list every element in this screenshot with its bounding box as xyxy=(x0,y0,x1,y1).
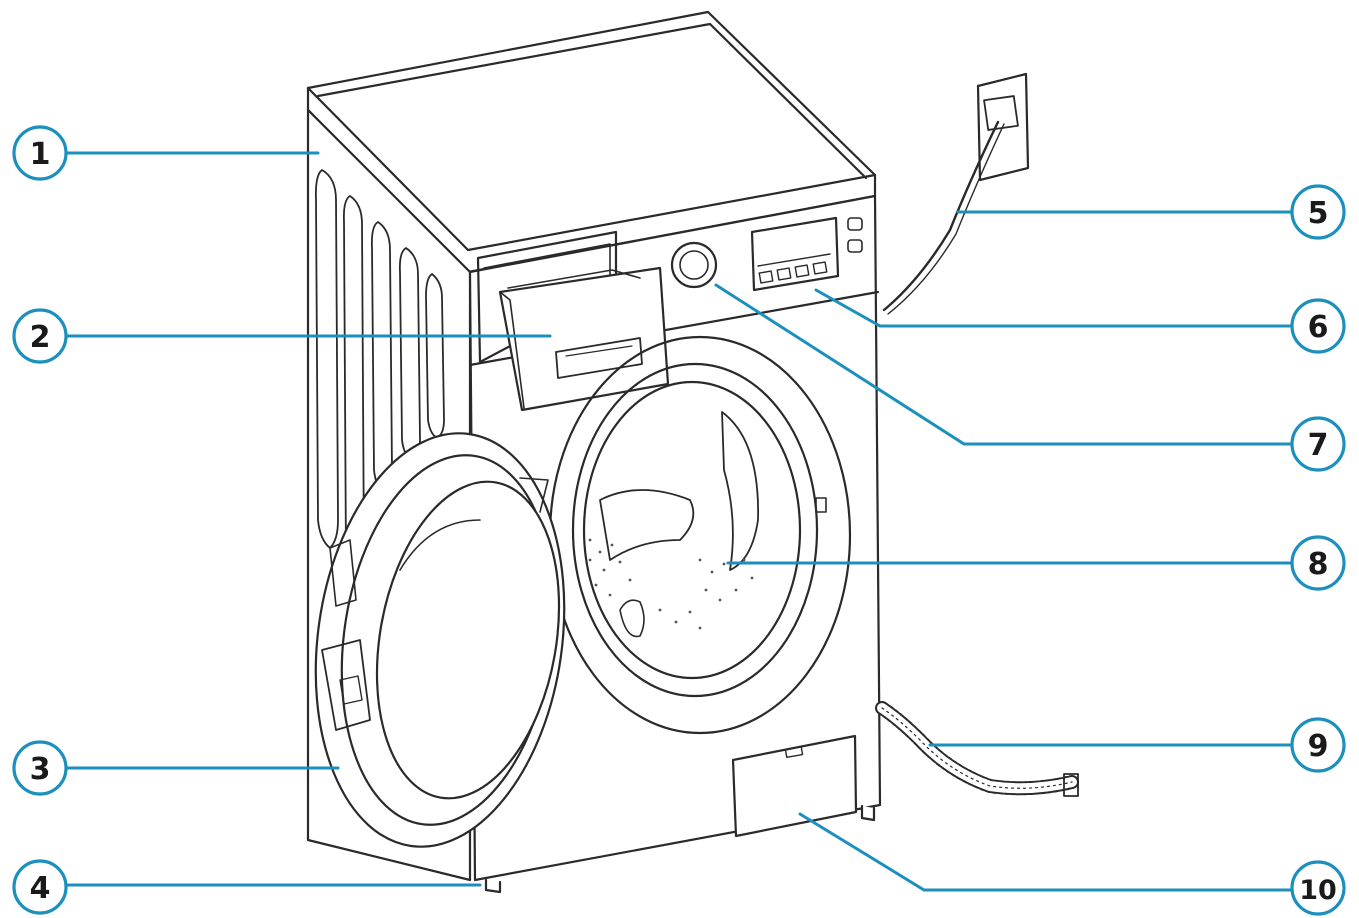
callout-1: 1 xyxy=(12,125,68,181)
display-buttons xyxy=(758,261,828,284)
callout-10-label: 10 xyxy=(1299,875,1337,906)
drum xyxy=(582,380,802,680)
detergent-drawer xyxy=(498,266,670,412)
callout-8-label: 8 xyxy=(1308,547,1329,582)
callout-10: 10 xyxy=(1290,860,1346,916)
washing-machine-illustration xyxy=(306,10,1079,894)
callout-2-label: 2 xyxy=(30,320,51,355)
drum-holes xyxy=(588,538,754,630)
door-glass xyxy=(375,480,561,800)
callout-6: 6 xyxy=(1290,298,1346,354)
door-handle xyxy=(321,639,371,731)
drum-lifter-lower xyxy=(599,489,695,561)
program-knob xyxy=(670,241,718,289)
callout-2: 2 xyxy=(12,308,68,364)
callout-group: 1 2 3 4 5 6 7 8 xyxy=(12,125,1346,916)
power-cable xyxy=(882,120,1000,312)
callout-4-label: 4 xyxy=(30,871,51,906)
door-lock xyxy=(815,497,827,513)
foot-front-left xyxy=(484,878,502,894)
callout-7: 7 xyxy=(1290,416,1346,472)
callout-8: 8 xyxy=(1290,535,1346,591)
callout-6-label: 6 xyxy=(1308,310,1329,345)
door-gasket-inner xyxy=(571,362,819,698)
callout-5: 5 xyxy=(1290,184,1346,240)
side-button-top xyxy=(847,217,863,231)
callout-4: 4 xyxy=(12,859,68,915)
callout-3: 3 xyxy=(12,740,68,796)
side-button-bottom xyxy=(847,239,863,253)
drum-bottom-roll xyxy=(619,599,645,638)
callout-3-label: 3 xyxy=(30,752,51,787)
callout-9: 9 xyxy=(1290,717,1346,773)
display-panel xyxy=(750,216,840,292)
foot-front-right xyxy=(860,804,876,822)
leader-lines xyxy=(66,151,1294,892)
filter-cover xyxy=(731,734,858,838)
leader-7 xyxy=(714,283,1294,446)
callout-1-label: 1 xyxy=(30,137,51,172)
drawer-handle xyxy=(555,337,643,379)
leader-6 xyxy=(814,288,1294,328)
leader-10 xyxy=(798,812,1294,892)
top-panel-inner-line xyxy=(316,22,868,180)
drum-lifter xyxy=(721,411,759,571)
callout-9-label: 9 xyxy=(1308,729,1329,764)
callout-5-label: 5 xyxy=(1308,196,1329,231)
callout-7-label: 7 xyxy=(1308,428,1329,463)
